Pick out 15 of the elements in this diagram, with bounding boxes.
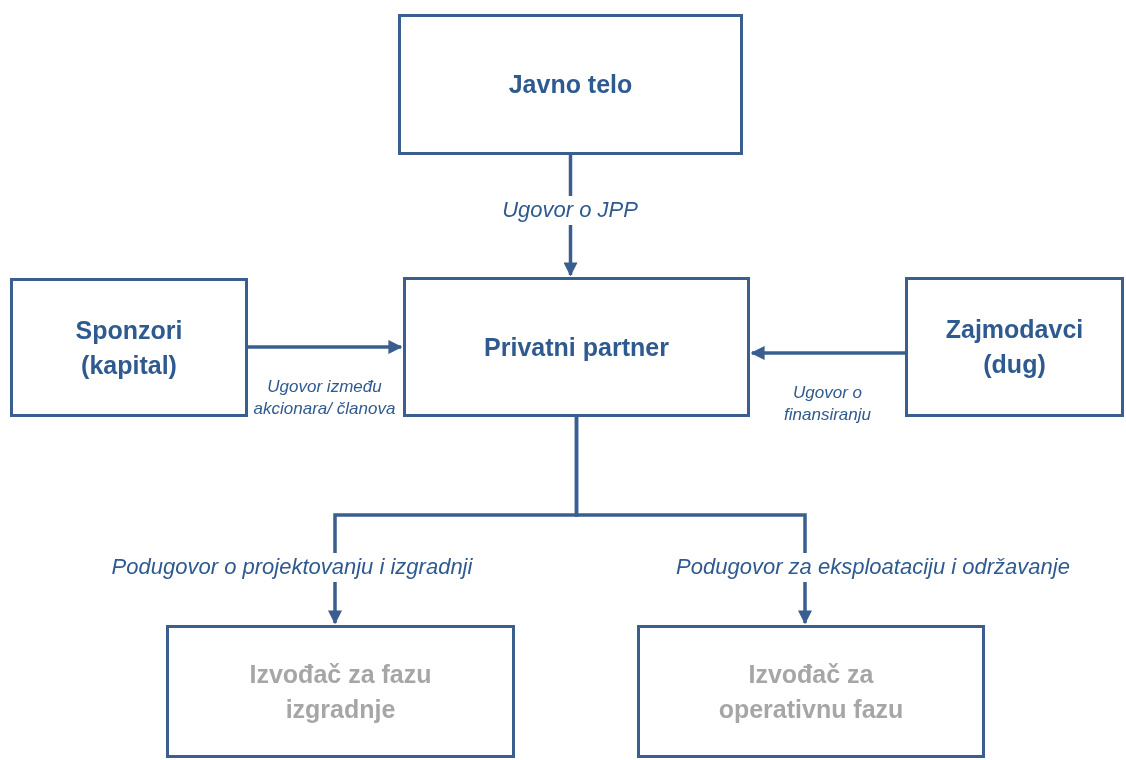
entity-box [905, 277, 1124, 417]
node-label: Privatni partner [484, 331, 669, 363]
entity-box [403, 277, 750, 417]
entity-box [10, 278, 248, 417]
node-label: Javno telo [508, 69, 633, 100]
node-label: Izvođač za operativnu fazu [717, 658, 905, 725]
entity-box [398, 14, 743, 155]
arrow [750, 346, 905, 360]
node-label: Izvođač za fazu izgradnje [248, 658, 433, 725]
arrow [574, 417, 812, 625]
entity-box [637, 625, 985, 758]
node-label: Zajmodavci (dug) [944, 314, 1085, 380]
entity-box [166, 625, 515, 758]
arrow [248, 340, 403, 354]
node-label: Sponzori (kapital) [74, 314, 184, 381]
